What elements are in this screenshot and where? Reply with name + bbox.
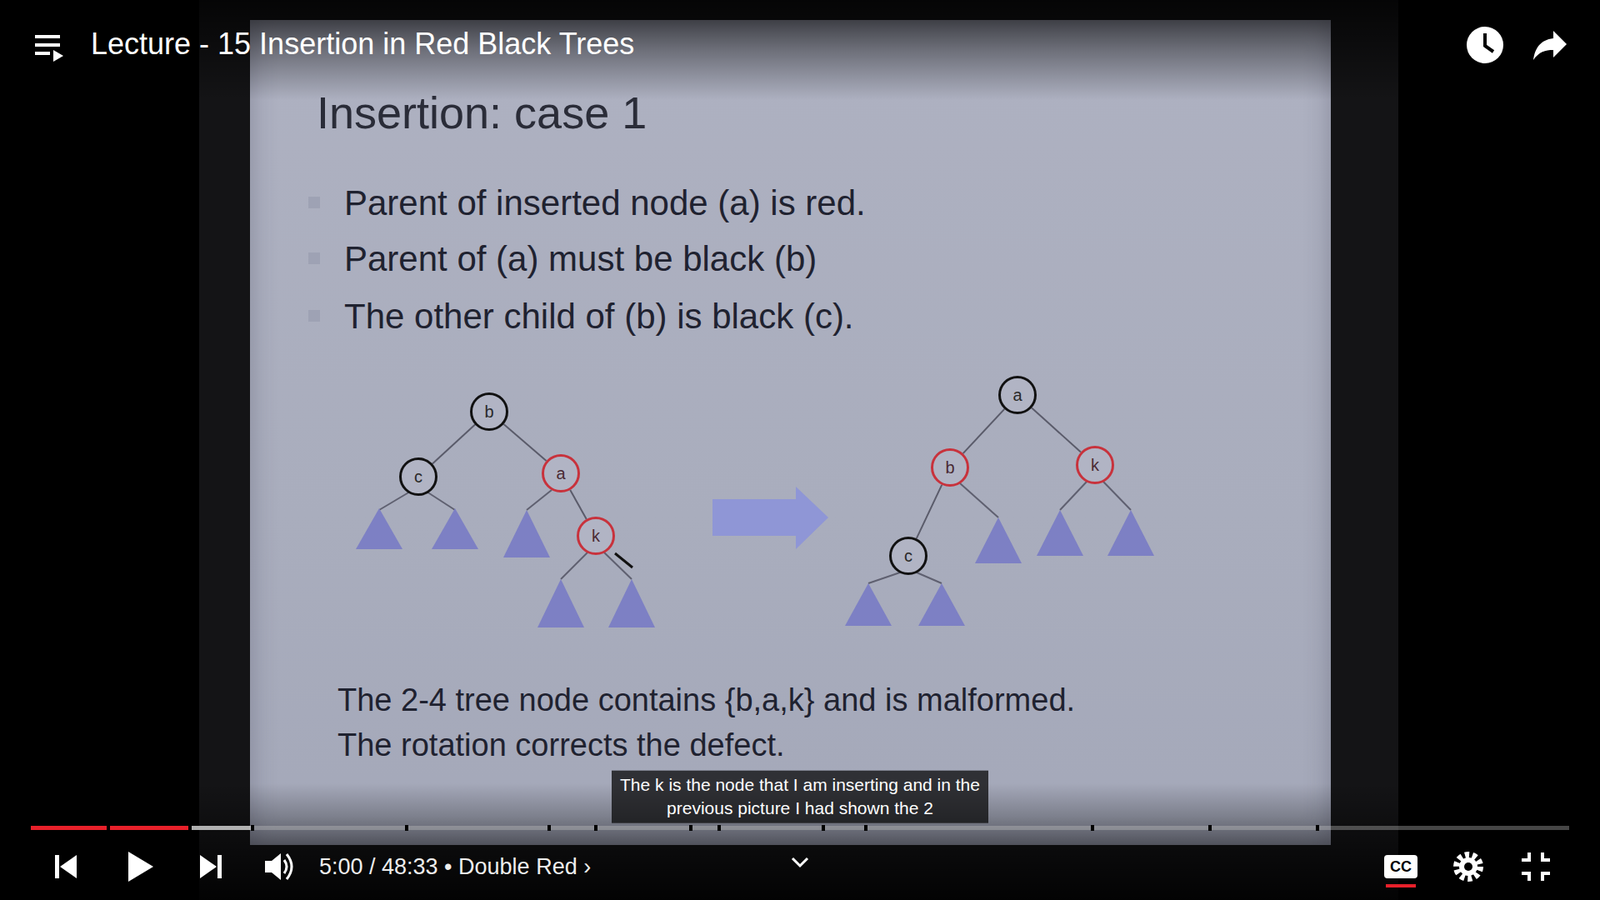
node-letter: k [591,527,600,545]
node-letter: a [555,465,565,482]
cc-active-bar [1385,884,1416,888]
tree-edge [963,409,1005,454]
previous-icon [55,855,77,879]
slide-note: The 2-4 tree node contains {b,a,k} and i… [337,682,1075,719]
node-letter: b [484,403,494,420]
black-tree-node: a [998,375,1037,415]
tree-edge [916,485,942,539]
edge-line [432,425,475,465]
slide [250,20,1331,845]
tree-edge [570,490,587,520]
slide-note: The rotation corrects the defect. [337,727,785,764]
progress-buffer [30,825,252,830]
node-letter: c [414,468,423,485]
black-tree-node: c [889,536,928,575]
cc-icon-text: CC [1390,858,1412,876]
slide-title: Insertion: case 1 [316,86,647,139]
watch-later-icon [1466,26,1504,64]
cc-icon-box [1384,855,1418,879]
black-tree-node: b [470,392,509,431]
bullet-text: Parent of inserted node (a) is red. [344,183,866,224]
volume-icon [265,853,292,880]
edge-line [963,409,1005,454]
subtree-links [379,481,1131,584]
bullet-markers [308,196,320,322]
edge-line [1031,407,1081,452]
node-letter: a [1012,386,1022,404]
tree-edge [432,425,475,465]
progress-played [30,825,190,830]
red-tree-node: a [541,454,580,493]
pointer-cursor [615,553,633,568]
edge-line [570,490,587,520]
bullet-text: The other child of (b) is black (c). [344,296,855,337]
tree-edge [503,424,546,461]
black-tree-node: c [399,457,438,496]
exit-fullscreen-icon [1521,852,1550,881]
red-tree-node: b [930,448,970,487]
transform-arrow [712,486,829,550]
video-title: Lecture - 15 Insertion in Red Black Tree… [90,26,635,62]
progress-track [30,825,1570,830]
subtitle-caption: The k is the node that I am inserting an… [611,770,989,824]
settings-icon [1456,855,1480,879]
tree-edge [1031,407,1081,452]
chapter-gaps [106,825,1320,831]
edge-line [916,485,942,539]
edge-line [503,424,546,461]
red-tree-node: k [1075,445,1115,485]
play-icon [128,851,154,882]
share-icon [1533,30,1567,60]
red-tree-node: k [576,516,615,555]
next-icon [200,855,222,879]
bullet-text: Parent of (a) must be black (b) [344,239,817,280]
time-display: 5:00 / 48:33 • Double Red › [319,854,591,880]
menu-icon [35,35,64,62]
chevron-icon [792,858,808,866]
node-letter: b [945,459,955,476]
node-letter: c [904,547,913,565]
node-letter: k [1090,456,1100,474]
